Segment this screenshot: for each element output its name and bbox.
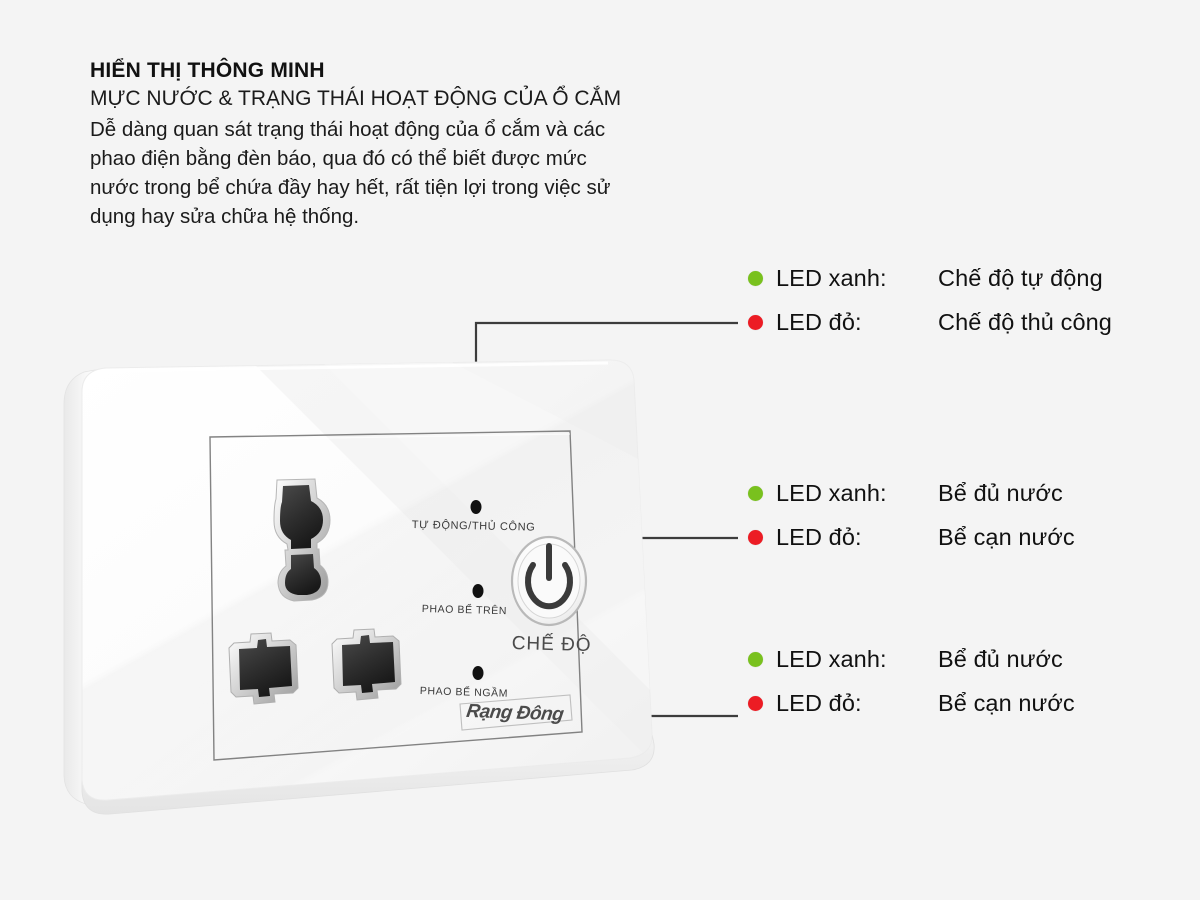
led-red-dot-icon	[748, 314, 763, 330]
legend-label: LED đỏ:	[776, 689, 862, 716]
legend-row: LED đỏ: Bể cạn nước	[748, 681, 1075, 725]
page-title: HIỂN THỊ THÔNG MINH	[90, 59, 325, 82]
description-line: phao điện bằng đèn báo, qua đó có thể bi…	[90, 146, 587, 170]
legend-label: LED xanh:	[776, 264, 887, 291]
device-illustration	[63, 359, 655, 815]
brand-name: Rạng Đông	[465, 701, 565, 726]
legend-value: Chế độ thủ công	[938, 308, 1112, 335]
legend-value: Bể cạn nước	[938, 689, 1075, 716]
mode-button-label: CHẾ ĐỘ	[511, 633, 592, 657]
mode-button[interactable]	[510, 535, 588, 627]
page-subtitle: MỰC NƯỚC & TRẠNG THÁI HOẠT ĐỘNG CỦA Ổ CẮ…	[90, 87, 622, 111]
led-mode-indicator	[470, 500, 482, 514]
legend-value: Bể đủ nước	[938, 645, 1063, 672]
legend-value: Bể đủ nước	[938, 479, 1063, 506]
legend-row: LED xanh: Bể đủ nước	[748, 471, 1075, 515]
inner-frame-highlight	[210, 433, 571, 441]
description-line: nước trong bể chứa đầy hay hết, rất tiện…	[90, 175, 611, 199]
led-underground-float-indicator	[472, 666, 484, 680]
label-upper-float: PHAO BỂ TRÊN	[421, 603, 508, 618]
device-top-highlight	[90, 361, 609, 383]
led-red-dot-icon	[748, 529, 763, 545]
legend-label: LED xanh:	[776, 645, 887, 672]
legend-group-underground-float: LED xanh: Bể đủ nước LED đỏ: Bể cạn nước	[748, 637, 1075, 725]
description-line: dụng hay sửa chữa hệ thống.	[90, 204, 360, 228]
legend-group-mode: LED xanh: Chế độ tự động LED đỏ: Chế độ …	[748, 256, 1112, 344]
led-green-dot-icon	[748, 485, 763, 501]
led-upper-float-indicator	[472, 584, 484, 598]
socket-right-hole	[331, 628, 402, 701]
legend-row: LED đỏ: Bể cạn nước	[748, 515, 1075, 559]
page-description: Dễ dàng quan sát trạng thái hoạt động củ…	[90, 115, 725, 231]
socket-left-hole	[228, 632, 299, 705]
inner-frame	[209, 430, 583, 761]
legend-group-upper-float: LED xanh: Bể đủ nước LED đỏ: Bể cạn nước	[748, 471, 1075, 559]
smart-socket-device: TỰ ĐỘNG/THỦ CÔNG PHAO BỂ TRÊN PHAO BỂ NG…	[62, 352, 692, 852]
label-mode: TỰ ĐỘNG/THỦ CÔNG	[411, 519, 536, 534]
led-green-dot-icon	[748, 270, 763, 286]
legend-row: LED xanh: Bể đủ nước	[748, 637, 1075, 681]
led-green-dot-icon	[748, 651, 763, 667]
legend-row: LED đỏ: Chế độ thủ công	[748, 300, 1112, 344]
brand-logo	[459, 694, 573, 731]
legend-label: LED xanh:	[776, 479, 887, 506]
legend-label: LED đỏ:	[776, 308, 862, 335]
legend-value: Chế độ tự động	[938, 264, 1103, 291]
header-text-block: HIỂN THỊ THÔNG MINH MỰC NƯỚC & TRẠNG THÁ…	[90, 58, 740, 231]
description-line: Dễ dàng quan sát trạng thái hoạt động củ…	[90, 117, 606, 141]
legend-row: LED xanh: Chế độ tự động	[748, 256, 1112, 300]
power-icon	[525, 543, 573, 610]
led-red-dot-icon	[748, 695, 763, 711]
socket-top-hole	[273, 478, 331, 602]
legend-value: Bể cạn nước	[938, 523, 1075, 550]
legend-label: LED đỏ:	[776, 523, 862, 550]
